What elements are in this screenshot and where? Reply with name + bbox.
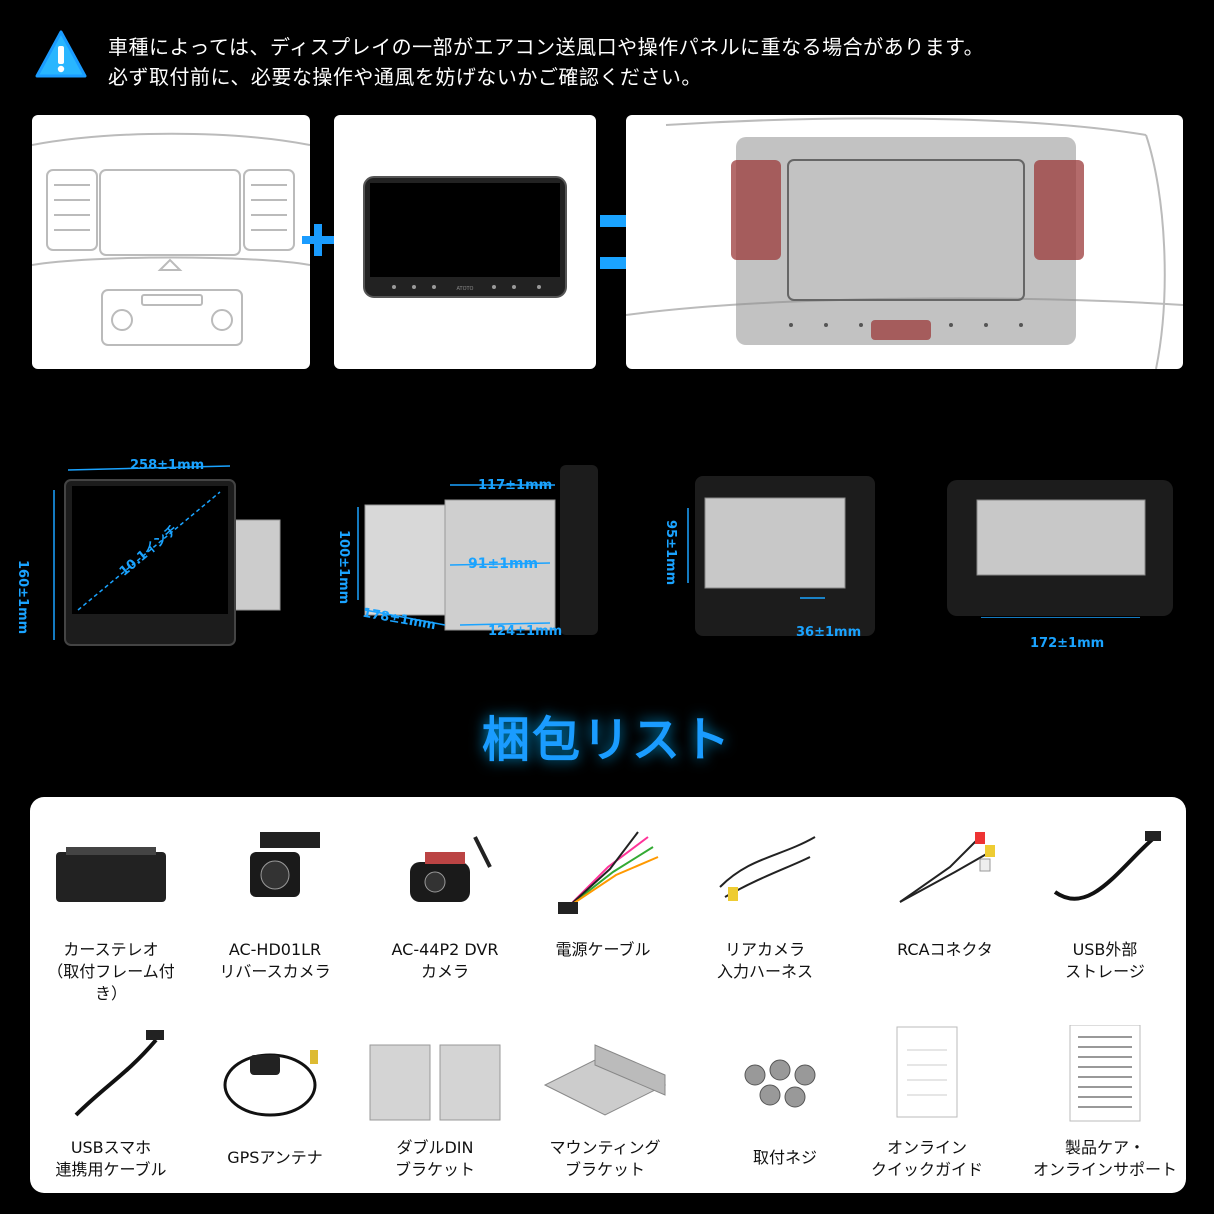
dim-bracket: 124±1mm xyxy=(488,624,563,639)
item-rear-camera-harness: リアカメラ入力ハーネス xyxy=(690,827,840,981)
rear-view xyxy=(945,478,1175,619)
item-label: USB外部ストレージ xyxy=(1065,940,1145,981)
item-online-support: 製品ケア・オンラインサポート xyxy=(1030,1025,1180,1179)
installed-overlay-panel xyxy=(626,115,1183,369)
item-label: GPSアンテナ xyxy=(227,1148,323,1167)
item-mounting-screws: 取付ネジ xyxy=(710,1025,860,1167)
front-view xyxy=(40,450,290,650)
item-rca-connector: RCAコネクタ xyxy=(870,827,1020,959)
item-label: 製品ケア・オンラインサポート xyxy=(1032,1138,1177,1179)
dim-frame-height: 100±1mm xyxy=(336,530,351,605)
rear-angle-drawing xyxy=(687,476,875,636)
dim-width: 258±1mm xyxy=(130,458,205,473)
item-power-cable: 電源ケーブル xyxy=(528,827,678,959)
dashboard-drawing xyxy=(32,132,310,346)
dashboard-illustration-panel xyxy=(32,115,310,369)
item-usb-storage: USB外部ストレージ xyxy=(1030,827,1180,981)
dim-body-depth: 36±1mm xyxy=(796,625,862,640)
side-bracket-drawing xyxy=(357,465,598,635)
warning-message: 車種によっては、ディスプレイの一部がエアコン送風口や操作パネルに重なる場合があり… xyxy=(108,32,984,92)
head-unit-drawing: ATOTO xyxy=(363,176,567,298)
item-label: 電源ケーブル xyxy=(555,940,651,959)
item-label: リアカメラ入力ハーネス xyxy=(716,940,813,981)
side-bracket-view xyxy=(350,465,600,645)
dim-body-height: 95±1mm xyxy=(663,520,678,586)
warning-line-1: 車種によっては、ディスプレイの一部がエアコン送風口や操作パネルに重なる場合があり… xyxy=(108,35,985,59)
front-view-drawing xyxy=(53,465,281,646)
item-label: RCAコネクタ xyxy=(897,940,993,959)
head-unit-panel: ATOTO xyxy=(334,115,596,369)
installed-overlay-drawing xyxy=(626,117,1183,369)
dim-height: 160±1mm xyxy=(15,560,30,635)
item-label: オンラインクイックガイド xyxy=(870,1138,983,1179)
item-car-stereo: カーステレオ（取付フレーム付き） xyxy=(36,827,186,1003)
item-label: カーステレオ（取付フレーム付き） xyxy=(47,940,175,1003)
warning-triangle-icon xyxy=(35,30,87,78)
package-title: 梱包リスト xyxy=(481,712,732,768)
item-mounting-bracket: マウンティングブラケット xyxy=(530,1025,680,1179)
rear-angle-view xyxy=(680,468,880,638)
item-quick-guide: オンラインクイックガイド xyxy=(852,1025,1002,1179)
item-label: マウンティングブラケット xyxy=(549,1138,661,1179)
warning-line-2: 必ず取付前に、必要な操作や通風を妨げないかご確認ください。 xyxy=(108,65,702,89)
item-gps-antenna: GPSアンテナ xyxy=(200,1025,350,1167)
rear-view-drawing xyxy=(947,480,1173,619)
dim-body-width: 172±1mm xyxy=(1030,636,1105,651)
item-usb-phone-cable: USBスマホ連携用ケーブル xyxy=(36,1025,186,1179)
dim-inner: 91±1mm xyxy=(468,556,539,572)
item-label: 取付ネジ xyxy=(752,1148,817,1167)
item-label: USBスマホ連携用ケーブル xyxy=(55,1138,167,1179)
plus-icon xyxy=(300,222,336,258)
brand-mark: ATOTO xyxy=(456,286,473,292)
dim-frame-width: 117±1mm xyxy=(478,478,553,493)
